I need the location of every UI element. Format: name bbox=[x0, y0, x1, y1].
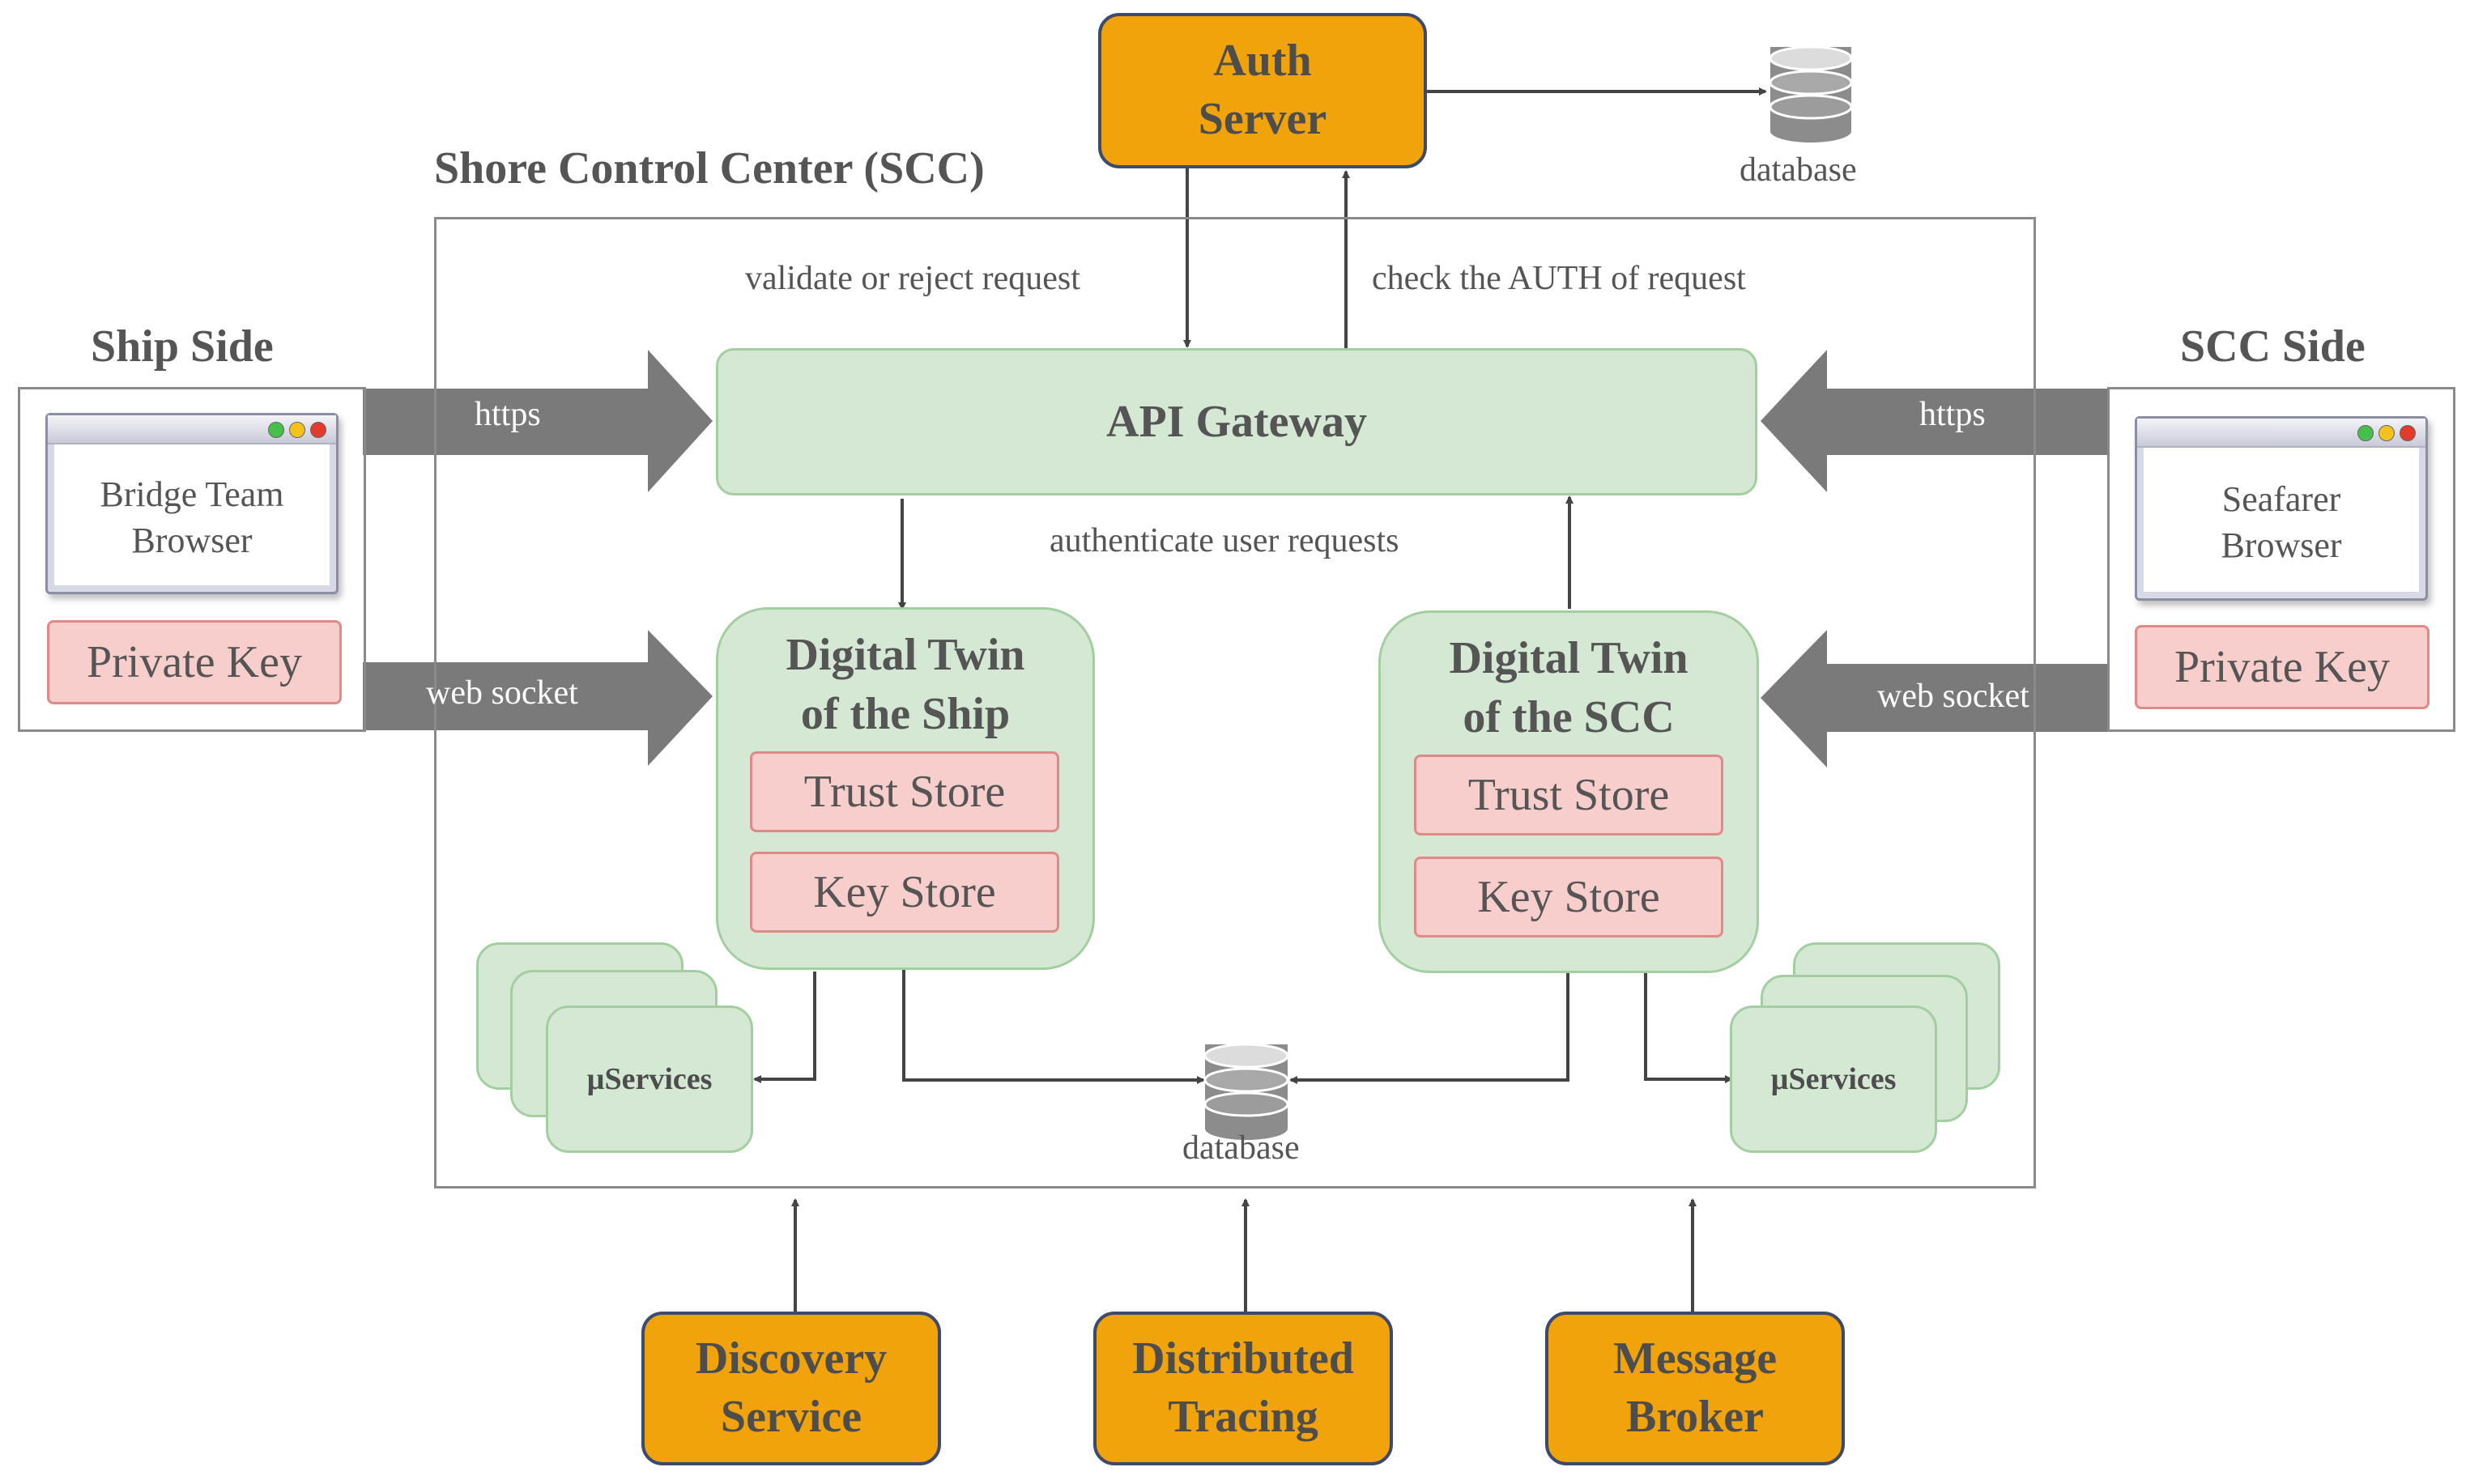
minimize-dot-icon bbox=[289, 422, 305, 438]
ship-key-store: Key Store bbox=[750, 852, 1059, 933]
scc-side-panel bbox=[2107, 387, 2455, 732]
ship-websocket-label: web socket bbox=[426, 674, 578, 712]
dt-scc-to-db-edge bbox=[1289, 972, 1569, 1084]
scc-side-title: SCC Side bbox=[2180, 321, 2366, 372]
ship-side-title: Ship Side bbox=[91, 321, 274, 372]
digital-twin-ship-title: Digital Twin of the Ship bbox=[786, 630, 1025, 739]
dt-ship-to-db-edge bbox=[902, 968, 1205, 1084]
maximize-dot-icon bbox=[268, 422, 284, 438]
ship-private-key: Private Key bbox=[47, 620, 342, 704]
api-gateway: API Gateway bbox=[716, 348, 1757, 495]
scc-websocket-label: web socket bbox=[1877, 678, 2029, 715]
ship-https-label: https bbox=[475, 396, 541, 433]
ship-microservices: µServices bbox=[546, 1006, 753, 1153]
auth-database-label: database bbox=[1740, 151, 1857, 189]
center-database-label: database bbox=[1182, 1129, 1300, 1167]
ship-websocket-arrow bbox=[363, 630, 713, 766]
auth-server: Auth Server bbox=[1098, 13, 1427, 168]
ship-trust-store: Trust Store bbox=[750, 751, 1059, 832]
authenticate-label: authenticate user requests bbox=[1050, 522, 1399, 559]
minimize-dot-icon bbox=[2378, 425, 2395, 441]
discovery-service: Discovery Service bbox=[641, 1312, 941, 1465]
bridge-team-browser-window: Bridge Team Browser bbox=[45, 413, 339, 594]
scc-https-arrow bbox=[1761, 350, 2109, 492]
scc-trust-store: Trust Store bbox=[1414, 755, 1723, 836]
browser-titlebar bbox=[48, 415, 336, 444]
scc-microservices: µServices bbox=[1730, 1006, 1937, 1153]
dt-ship-to-microservices-edge bbox=[753, 972, 816, 1083]
scc-https-label: https bbox=[1919, 396, 1986, 433]
digital-twin-scc-title: Digital Twin of the SCC bbox=[1449, 633, 1689, 742]
scc-key-store: Key Store bbox=[1414, 857, 1723, 938]
seafarer-browser-window: Seafarer Browser bbox=[2135, 416, 2428, 601]
dt-scc-to-microservices-edge bbox=[1644, 972, 1733, 1083]
scc-private-key: Private Key bbox=[2135, 625, 2430, 709]
ship-side-panel bbox=[18, 387, 366, 732]
auth-database-icon bbox=[1769, 45, 1853, 142]
seafarer-browser-label: Seafarer Browser bbox=[2221, 478, 2342, 565]
scc-title: Shore Control Center (SCC) bbox=[434, 143, 985, 193]
close-dot-icon bbox=[2400, 425, 2416, 441]
scc-boundary bbox=[434, 217, 2036, 1188]
ship-https-arrow bbox=[363, 350, 713, 492]
validate-label: validate or reject request bbox=[745, 260, 1080, 297]
distributed-tracing: Distributed Tracing bbox=[1093, 1312, 1393, 1465]
check-auth-label: check the AUTH of request bbox=[1372, 260, 1746, 297]
scc-websocket-arrow bbox=[1761, 630, 2109, 768]
maximize-dot-icon bbox=[2357, 425, 2374, 441]
center-database-icon bbox=[1203, 1043, 1289, 1140]
browser-titlebar bbox=[2137, 419, 2425, 448]
close-dot-icon bbox=[310, 422, 326, 438]
message-broker: Message Broker bbox=[1545, 1312, 1845, 1465]
bridge-team-browser-label: Bridge Team Browser bbox=[100, 474, 284, 560]
